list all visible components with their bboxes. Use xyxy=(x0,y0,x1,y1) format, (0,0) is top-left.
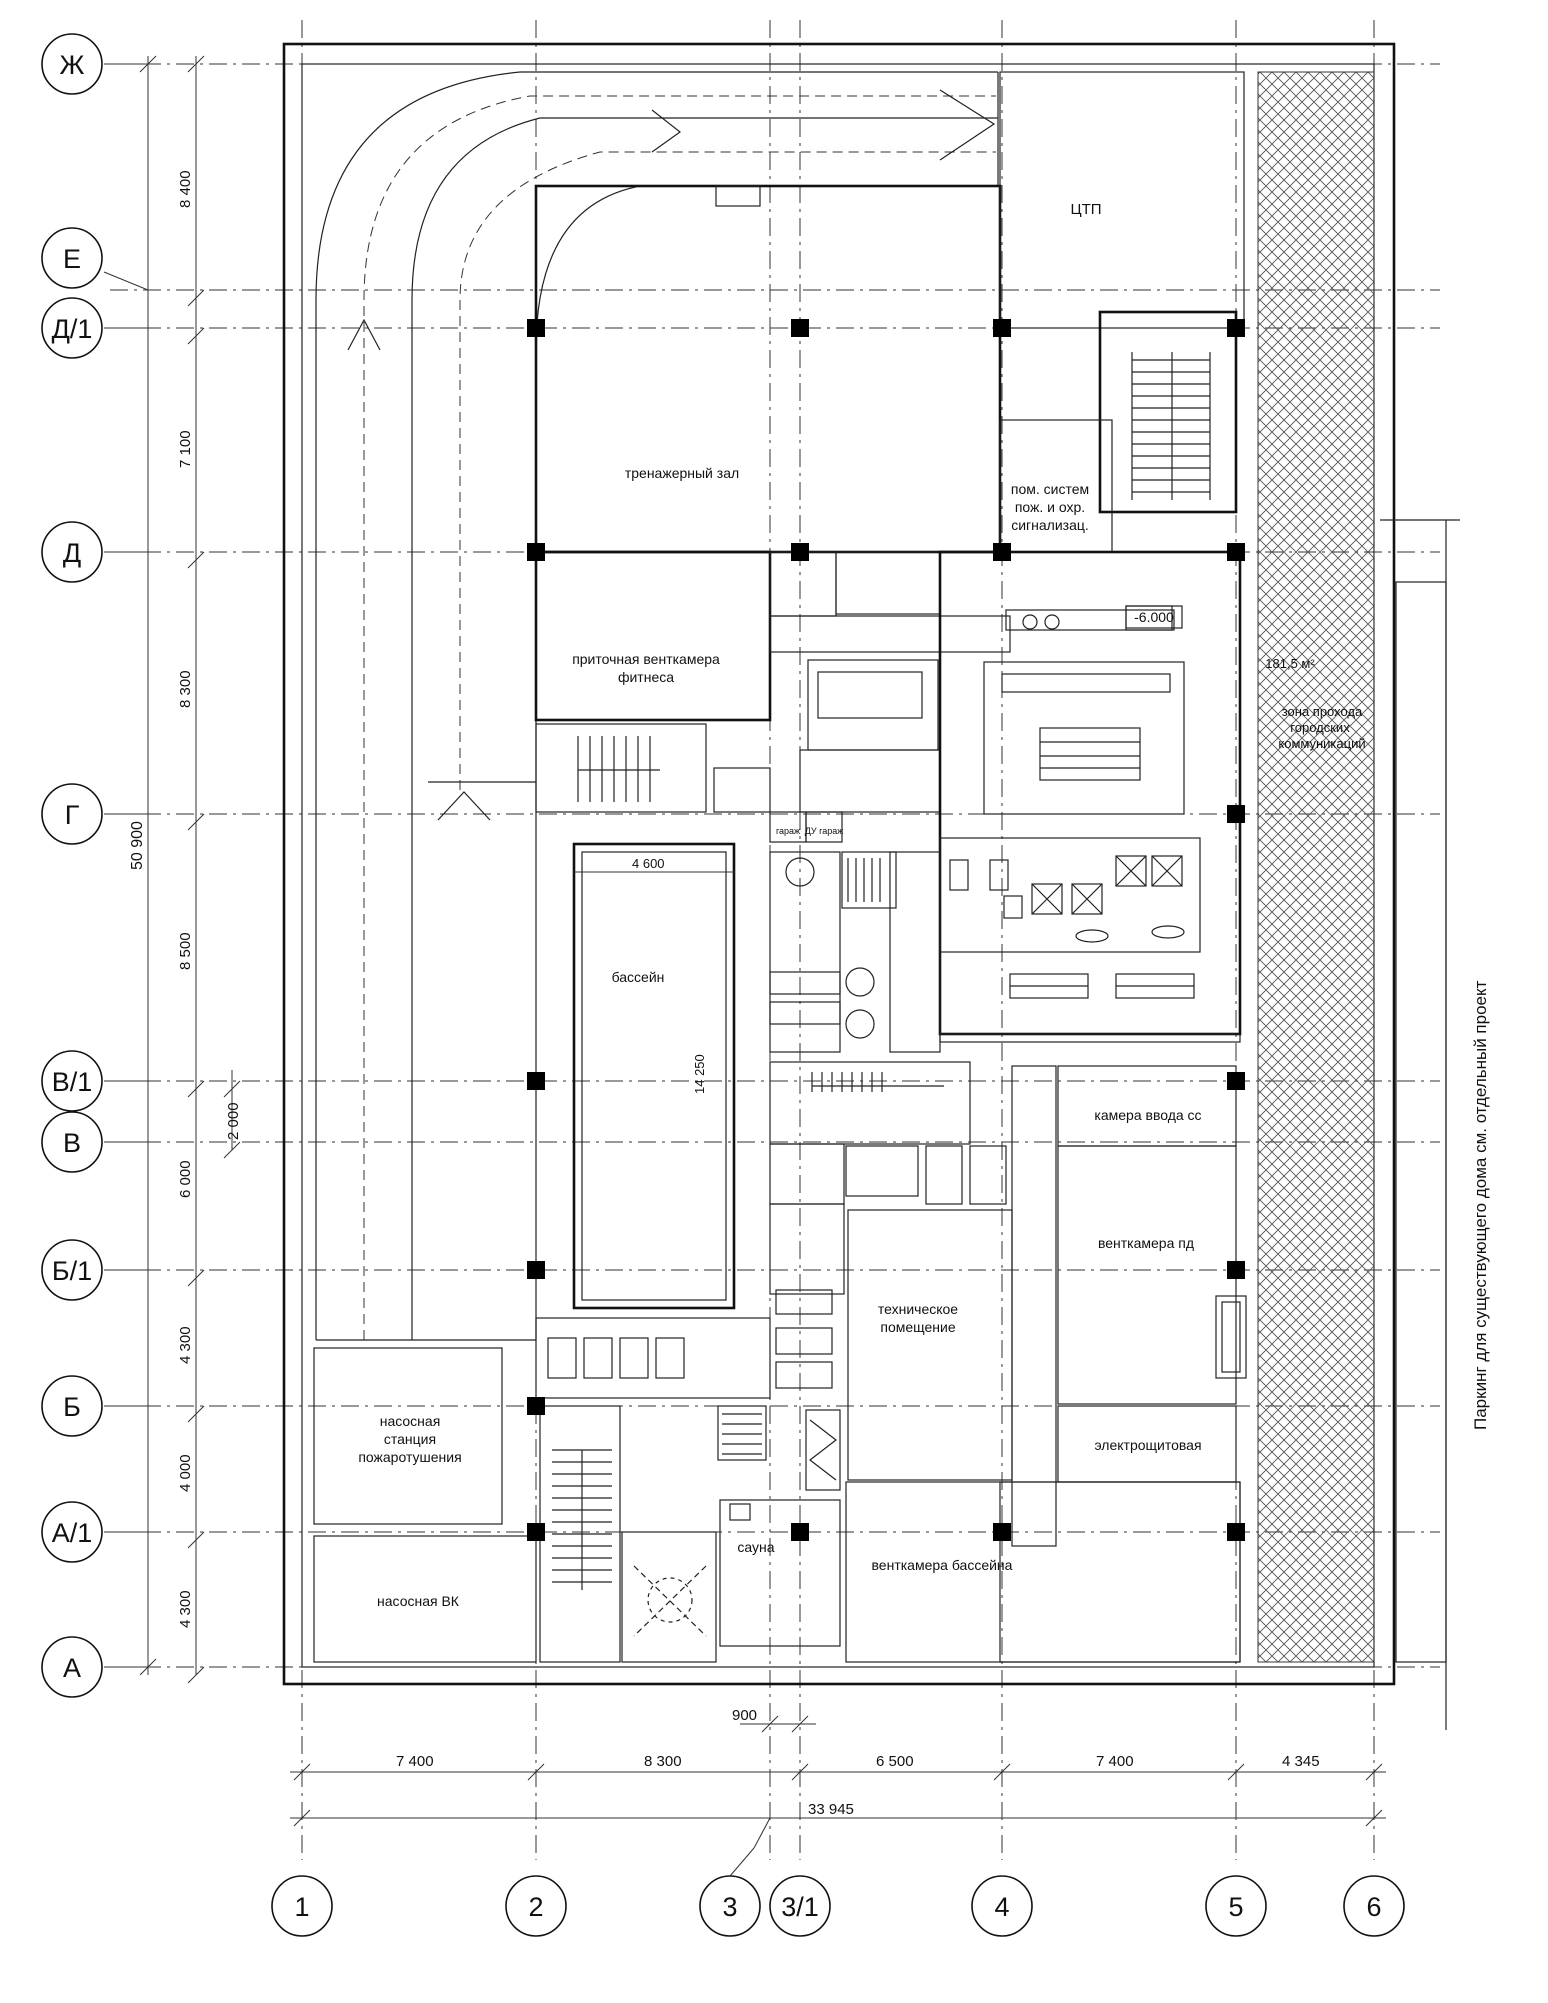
row-bubbles xyxy=(41,33,149,1698)
dim-left-5: 6 000 xyxy=(177,1160,194,1198)
dim-left-extra: 2 000 xyxy=(225,1102,242,1140)
room-tech-line1: техническое xyxy=(878,1301,958,1317)
area-mark: 181,5 м² xyxy=(1265,656,1315,671)
room-fire-alarm-line1: пом. систем xyxy=(1011,481,1089,497)
room-sauna: сауна xyxy=(737,1539,774,1555)
dim-bottom-3: 6 500 xyxy=(876,1753,914,1770)
room-fire-pump-line2: станция xyxy=(384,1431,436,1447)
dim-left-8: 4 300 xyxy=(177,1590,194,1628)
room-vent-fitness-line2: фитнеса xyxy=(618,669,674,685)
dim-left-3: 8 300 xyxy=(177,670,194,708)
dim-bottom-5: 4 345 xyxy=(1282,1753,1320,1770)
level-mark-frame xyxy=(1125,605,1183,629)
room-electrical: электрощитовая xyxy=(1094,1437,1201,1453)
row-label-d: Д xyxy=(63,538,81,568)
dim-left-2: 7 100 xyxy=(177,430,194,468)
room-cc-input: камера ввода сс xyxy=(1094,1107,1201,1123)
room-pool: бассейн xyxy=(612,969,665,985)
utility-zone-line1: зона прохода xyxy=(1282,704,1363,719)
row-label-g: Г xyxy=(65,800,80,830)
col-label-4: 4 xyxy=(994,1892,1009,1922)
room-vent-pool: венткамера бассейна xyxy=(872,1557,1013,1573)
row-label-b: Б xyxy=(63,1392,81,1422)
room-ctp: ЦТП xyxy=(1070,201,1101,218)
utility-zone-line3: коммуникаций xyxy=(1278,736,1365,751)
dim-bottom-small: 900 xyxy=(732,1707,757,1724)
dim-total-height: 50 900 xyxy=(129,821,146,870)
col-label-3: 3 xyxy=(722,1892,737,1922)
utility-zone-line2: городских xyxy=(1290,720,1350,735)
dim-bottom-1: 7 400 xyxy=(396,1753,434,1770)
side-note: Паркинг для существующего дома см. отдел… xyxy=(1471,980,1490,1430)
dim-pool-length: 14 250 xyxy=(692,1054,707,1094)
row-label-a: А xyxy=(63,1653,81,1683)
parking-ramp xyxy=(315,71,999,1341)
level-mark: -6.000 xyxy=(1134,609,1174,625)
room-tech-line2: помещение xyxy=(880,1319,955,1335)
room-garage-2: ДУ гараж xyxy=(805,826,844,836)
dim-left-6: 4 300 xyxy=(177,1326,194,1364)
dim-left-4: 8 500 xyxy=(177,932,194,970)
row-label-b1: Б/1 xyxy=(52,1256,92,1286)
col-label-5: 5 xyxy=(1228,1892,1243,1922)
col-label-6: 6 xyxy=(1366,1892,1381,1922)
structural-columns xyxy=(527,319,1245,1541)
row-label-zh: Ж xyxy=(60,50,85,80)
dim-pool-width: 4 600 xyxy=(632,856,665,871)
dim-bottom-4: 7 400 xyxy=(1096,1753,1134,1770)
dim-left-1: 8 400 xyxy=(177,170,194,208)
row-label-d1: Д/1 xyxy=(52,314,93,344)
dim-bottom-2: 8 300 xyxy=(644,1753,682,1770)
room-vent-fitness-line1: приточная венткамера xyxy=(572,651,720,667)
room-pump-vk: насосная ВК xyxy=(377,1593,460,1609)
neighbour-parking-outline xyxy=(1395,581,1447,1663)
row-label-e: Е xyxy=(63,244,81,274)
room-gym: тренажерный зал xyxy=(625,465,739,481)
col-label-3-1: 3/1 xyxy=(781,1892,819,1922)
col-label-2: 2 xyxy=(528,1892,543,1922)
col-label-1: 1 xyxy=(294,1892,309,1922)
column-bubbles xyxy=(271,1847,1405,1937)
dim-bottom-total: 33 945 xyxy=(808,1801,854,1818)
left-dimensions xyxy=(139,55,241,1684)
utility-corridor-hatch xyxy=(1257,71,1375,1663)
row-label-v1: В/1 xyxy=(52,1067,93,1097)
room-garage-1: гараж xyxy=(776,826,800,836)
room-fire-alarm-line3: сигнализац. xyxy=(1011,517,1089,533)
bottom-dimensions xyxy=(290,1715,1386,1849)
row-label-a1: А/1 xyxy=(52,1518,93,1548)
dim-left-7: 4 000 xyxy=(177,1454,194,1492)
room-fire-alarm-line2: пож. и охр. xyxy=(1015,499,1085,515)
interior-walls xyxy=(313,71,1247,1663)
room-fire-pump-line3: пожаротушения xyxy=(358,1449,461,1465)
row-label-v: В xyxy=(63,1128,81,1158)
room-fire-pump-line1: насосная xyxy=(380,1413,441,1429)
room-vent-pd: венткамера пд xyxy=(1098,1235,1194,1251)
